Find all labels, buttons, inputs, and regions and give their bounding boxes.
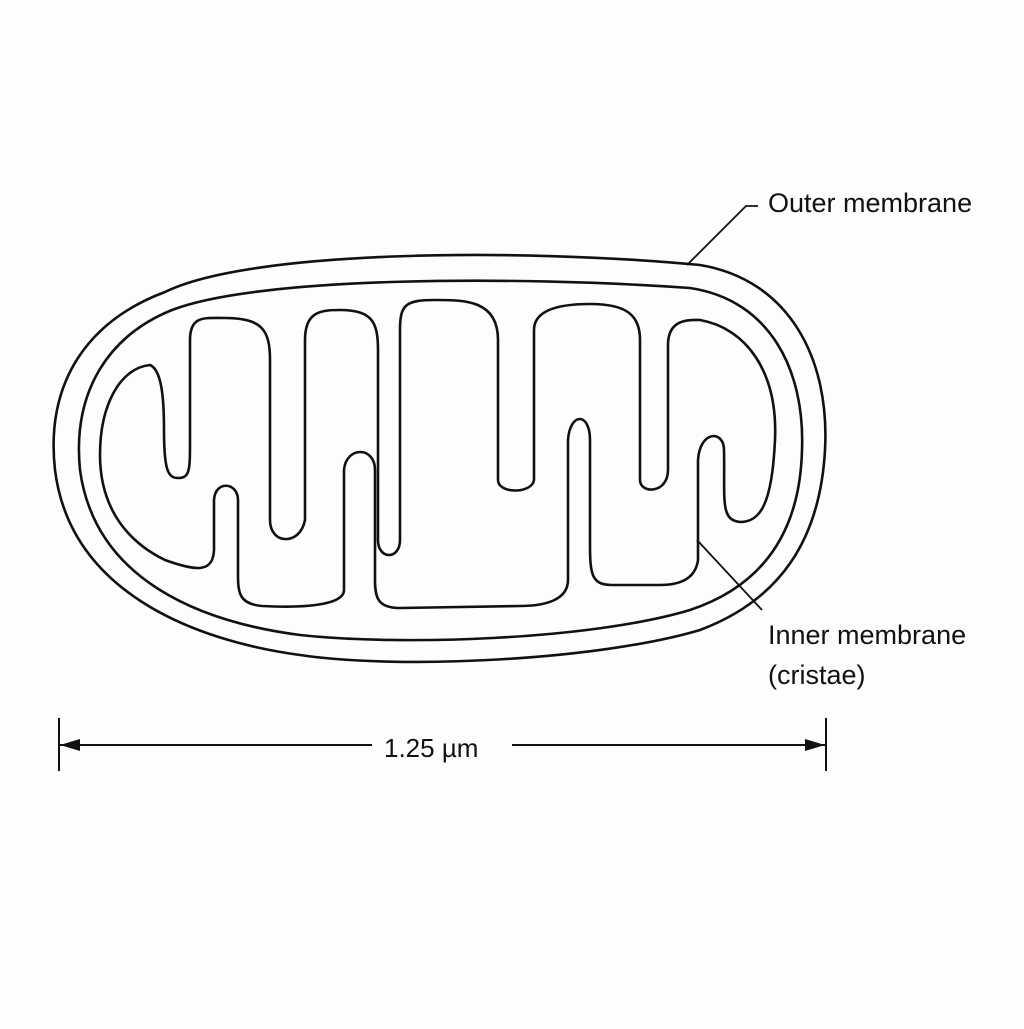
outer-membrane-leader-line (686, 205, 758, 266)
inner-membrane-label: Inner membrane (768, 620, 967, 650)
outer-membrane-inner-contour (77, 279, 804, 642)
scale-bar-arrowhead-left (60, 739, 80, 751)
scale-bar-arrowhead-right (805, 739, 825, 751)
cristae-label: (cristae) (768, 660, 866, 690)
outer-membrane-outer-contour (52, 253, 827, 664)
outer-membrane-label: Outer membrane (768, 188, 973, 218)
inner-membrane-leader-line (696, 539, 763, 611)
inner-membrane-cristae (98, 298, 777, 610)
scale-bar-label: 1.25 µm (384, 733, 479, 763)
